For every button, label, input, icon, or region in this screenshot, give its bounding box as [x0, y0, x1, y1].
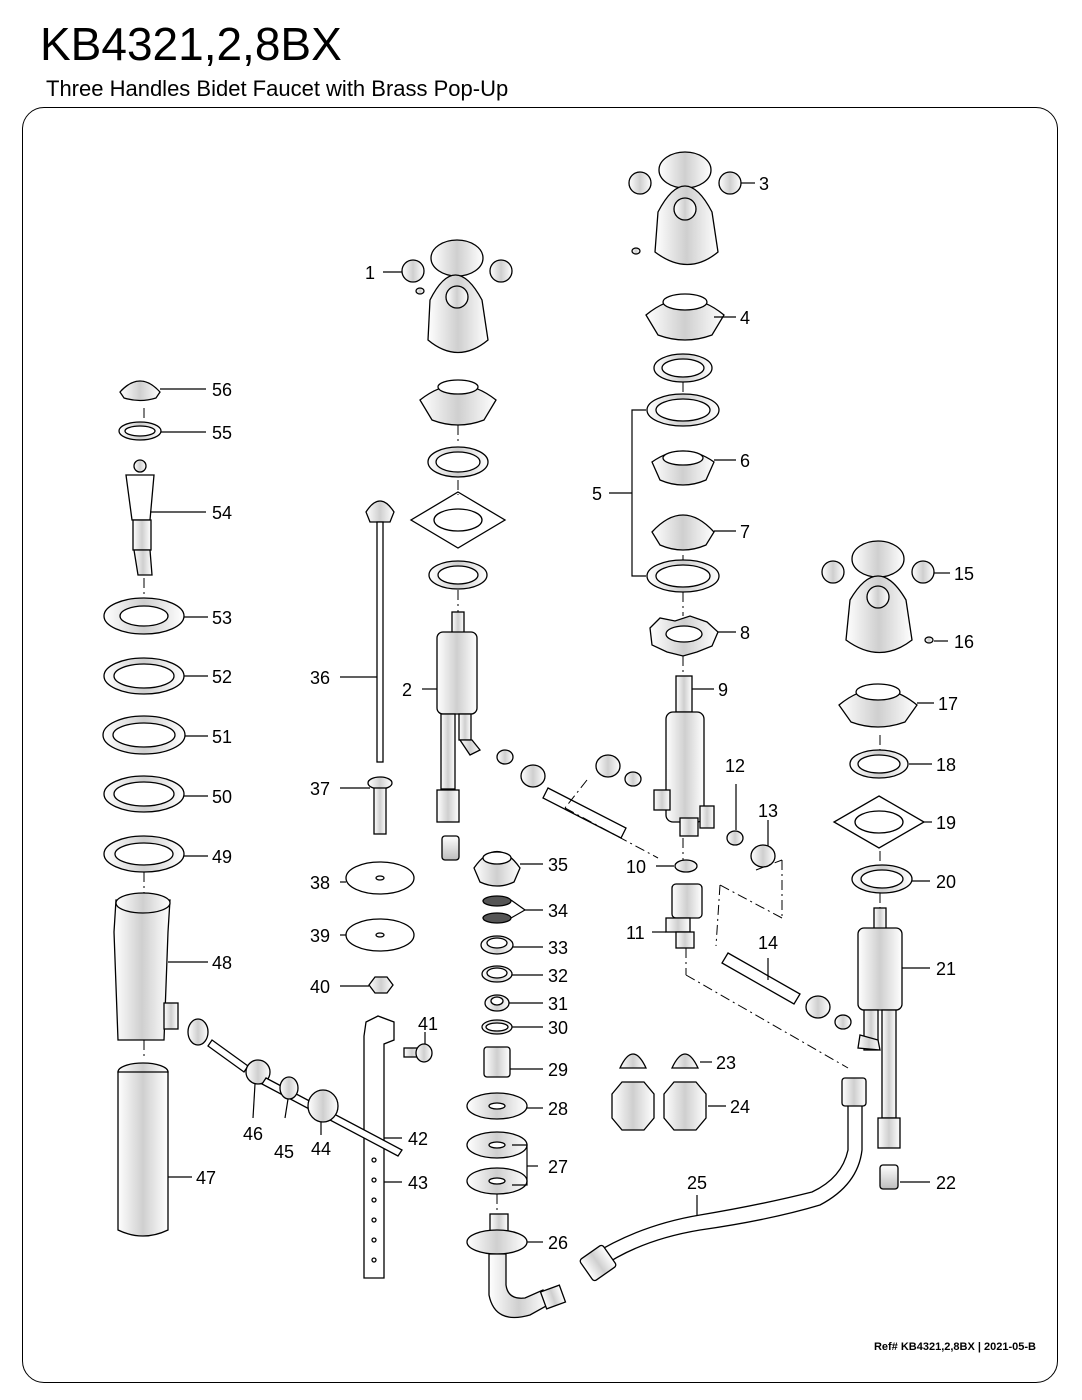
callout-26: 26 [548, 1233, 568, 1253]
callout-54: 54 [212, 503, 232, 523]
callout-6: 6 [740, 451, 750, 471]
product-description: Three Handles Bidet Faucet with Brass Po… [46, 76, 509, 101]
right-cross-handle [821, 540, 935, 653]
callout-30: 30 [548, 1018, 568, 1038]
callout-23: 23 [716, 1053, 736, 1073]
hot-valve-body [436, 611, 482, 861]
cold-tube [721, 952, 852, 1030]
callout-53: 53 [212, 608, 232, 628]
nut-right [663, 1081, 707, 1131]
callout-50: 50 [212, 787, 232, 807]
right-valve-body [857, 907, 903, 1190]
callout-38: 38 [310, 873, 330, 893]
pivot-washer [279, 1076, 299, 1100]
stopper-cap [119, 380, 161, 402]
callout-43: 43 [408, 1173, 428, 1193]
popup-rod [365, 500, 395, 763]
callout-13: 13 [758, 801, 778, 821]
callout-49: 49 [212, 847, 232, 867]
callout-22: 22 [936, 1173, 956, 1193]
callout-7: 7 [740, 522, 750, 542]
cold-flange [645, 293, 725, 341]
hot-flange [419, 379, 497, 426]
ferrule-left [618, 1053, 648, 1069]
hot-cross-handle [401, 239, 513, 353]
callout-4: 4 [740, 308, 750, 328]
callout-31: 31 [548, 994, 568, 1014]
reference-footer: Ref# KB4321,2,8BX | 2021-05-B [873, 1341, 1036, 1353]
callout-44: 44 [311, 1139, 331, 1159]
callout-19: 19 [936, 813, 956, 833]
callout-11: 11 [626, 923, 645, 943]
callout-16: 16 [954, 632, 974, 652]
drain-body [113, 892, 179, 1041]
rod-screw [367, 776, 393, 835]
callout-9: 9 [718, 680, 728, 700]
callout-51: 51 [212, 727, 232, 747]
mixing-valve-body [653, 675, 715, 949]
strap-screw [403, 1043, 433, 1063]
callout-40: 40 [310, 977, 330, 997]
callout-14: 14 [758, 933, 778, 953]
callout-10: 10 [626, 857, 646, 877]
nut-40 [368, 976, 394, 994]
callout-2: 2 [402, 680, 412, 700]
callout-21: 21 [936, 959, 956, 979]
callout-45: 45 [274, 1142, 294, 1162]
cold-connector-set [595, 754, 776, 868]
callout-18: 18 [936, 755, 956, 775]
hot-side-connector [496, 749, 627, 839]
model-number: KB4321,2,8BX [40, 18, 342, 70]
callout-1: 1 [365, 263, 375, 283]
callout-24: 24 [730, 1097, 750, 1117]
callout-8: 8 [740, 623, 750, 643]
callout-29: 29 [548, 1060, 568, 1080]
spout-shank [466, 1213, 567, 1319]
cold-cross-handle-top [628, 151, 742, 265]
callout-27: 27 [548, 1157, 568, 1177]
screen-lower [482, 912, 512, 924]
stopper-body [125, 459, 155, 576]
callout-5: 5 [592, 484, 602, 504]
callout-28: 28 [548, 1099, 568, 1119]
callout-52: 52 [212, 667, 232, 687]
screen-upper [482, 895, 512, 907]
right-flange [838, 683, 918, 728]
hose-nut-upper [841, 1077, 867, 1107]
spout-insert [483, 1046, 511, 1078]
callout-42: 42 [408, 1129, 428, 1149]
callout-37: 37 [310, 779, 330, 799]
diagram-frame [22, 107, 1058, 1383]
hose-nut-lower [579, 1244, 617, 1282]
callout-39: 39 [310, 926, 330, 946]
callout-36: 36 [310, 668, 330, 688]
cold-cone-7 [651, 514, 715, 551]
nut-left [611, 1081, 655, 1131]
callout-41: 41 [418, 1014, 438, 1034]
callout-33: 33 [548, 938, 568, 958]
lift-strap [363, 1015, 395, 1279]
pivot-nut [307, 1089, 339, 1123]
callout-17: 17 [938, 694, 958, 714]
callout-32: 32 [548, 966, 568, 986]
callout-46: 46 [243, 1124, 263, 1144]
callout-56: 56 [212, 380, 232, 400]
callout-3: 3 [759, 174, 769, 194]
pivot-gasket [187, 1018, 209, 1046]
ferrule-right [670, 1053, 700, 1069]
callout-12: 12 [725, 756, 745, 776]
callout-48: 48 [212, 953, 232, 973]
tailpiece [117, 1062, 169, 1237]
callout-47: 47 [196, 1168, 216, 1188]
callout-20: 20 [936, 872, 956, 892]
callout-25: 25 [687, 1173, 707, 1193]
callout-55: 55 [212, 423, 232, 443]
callout-15: 15 [954, 564, 974, 584]
callout-35: 35 [548, 855, 568, 875]
callout-34: 34 [548, 901, 568, 921]
